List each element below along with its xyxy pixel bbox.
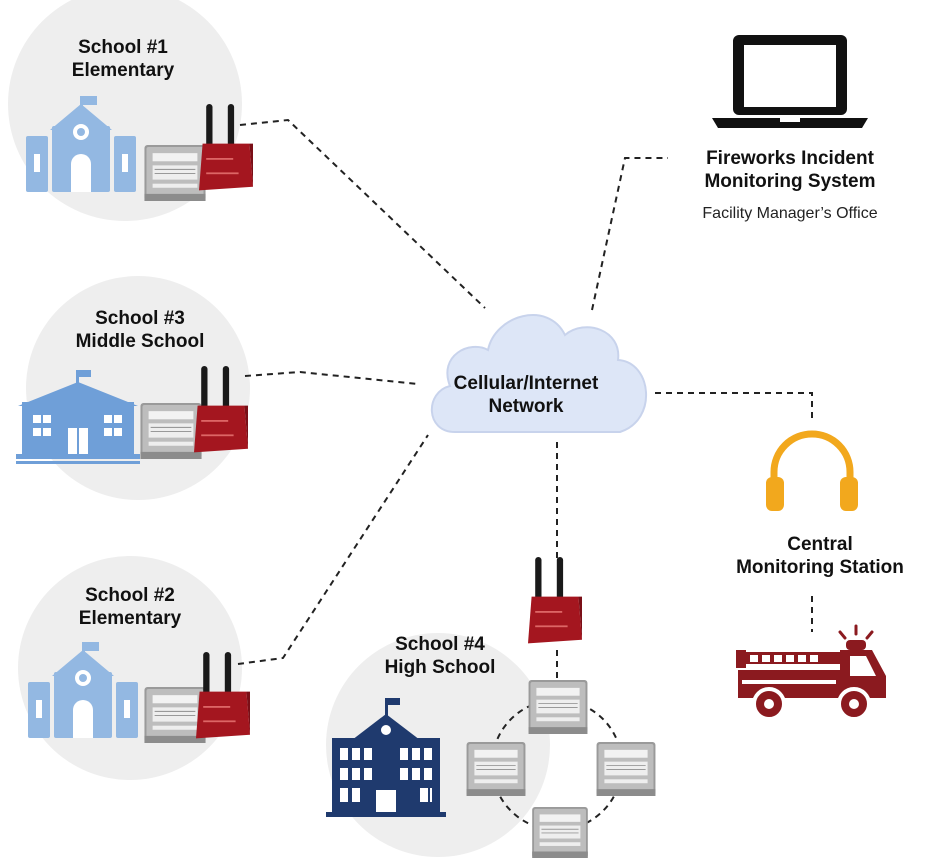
school-2-type: Elementary: [78, 608, 182, 629]
fire-panel-icon: [144, 145, 206, 201]
school-4-windows: [340, 725, 432, 812]
network-line2: Network: [488, 396, 564, 417]
school-2-label: School #2 Elementary: [55, 584, 205, 630]
link-monitoring-system: [591, 157, 668, 311]
school-1-type: Elementary: [71, 60, 175, 81]
headset-icon: [766, 430, 858, 511]
monitoring-system-location: Facility Manager’s Office: [702, 205, 878, 222]
school-4-label: School #4 High School: [360, 633, 520, 679]
link-central-station: [655, 392, 813, 418]
monitoring-system-line1: Fireworks Incident: [706, 148, 874, 169]
fire-panel-icon: [531, 807, 589, 858]
school-4-name: School #4: [395, 634, 485, 655]
fire-panel-icon: [528, 680, 588, 734]
fire-panel-icon: [466, 742, 526, 796]
school-1-name: School #1: [78, 37, 168, 58]
fire-panel-icon: [596, 742, 656, 796]
laptop-icon: [712, 35, 868, 128]
central-station-line1: Central: [787, 534, 853, 555]
link-school-3: [244, 370, 419, 385]
central-station-line2: Monitoring Station: [736, 557, 904, 578]
link-school-2: [237, 434, 429, 665]
network-label: Cellular/Internet Network: [436, 372, 616, 418]
cloud-icon: [430, 314, 647, 433]
school-4-type: High School: [384, 657, 496, 678]
link-school-1: [239, 118, 486, 309]
school-3-type: Middle School: [75, 331, 205, 352]
school-2-name: School #2: [85, 585, 175, 606]
school-building-icon: [16, 370, 140, 464]
monitoring-system-line2: Monitoring System: [704, 171, 876, 192]
monitoring-system-label: Fireworks Incident Monitoring System: [680, 147, 900, 193]
school-3-name: School #3: [95, 308, 185, 329]
school-1-label: School #1 Elementary: [48, 36, 198, 82]
fire-truck-icon: [736, 624, 886, 721]
communicator-icon: [528, 557, 582, 644]
central-station-label: Central Monitoring Station: [725, 533, 915, 579]
school-3-label: School #3 Middle School: [55, 307, 225, 353]
fire-panel-icon: [140, 403, 202, 459]
network-line1: Cellular/Internet: [453, 373, 599, 394]
